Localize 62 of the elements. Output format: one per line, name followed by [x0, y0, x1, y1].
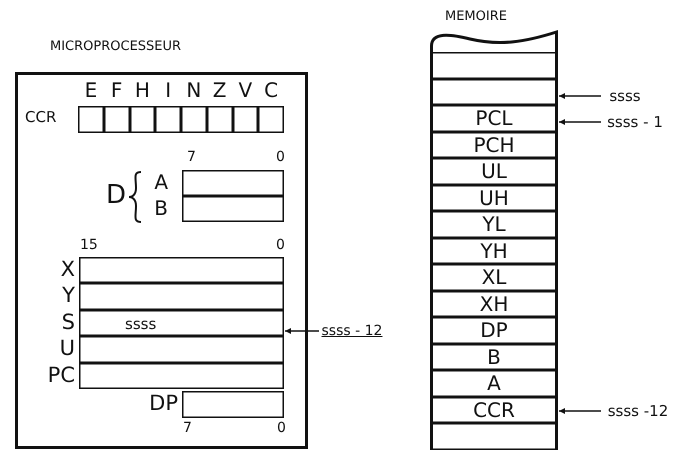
register-name: CCR — [25, 110, 56, 125]
cell-text: YL — [482, 214, 506, 234]
arrow — [559, 93, 601, 99]
cell-text: XH — [480, 294, 508, 314]
memory-cell — [430, 344, 558, 370]
register-name: U — [60, 338, 75, 360]
memory-cell — [430, 317, 558, 344]
register-name: DP — [149, 393, 178, 414]
cell-text: DP — [480, 320, 508, 340]
memory-cell — [430, 78, 558, 105]
memory-cell — [430, 211, 558, 238]
bit-number: 7 — [187, 150, 196, 164]
bit-number: 0 — [276, 238, 285, 252]
memory-cell — [430, 290, 558, 317]
cell-text: YH — [480, 240, 508, 261]
memory-cell — [430, 184, 558, 211]
cell-text: UH — [479, 188, 509, 208]
cell-text: PCH — [473, 134, 515, 155]
register-name: Y — [62, 285, 75, 306]
bit-number: 15 — [80, 238, 98, 252]
pointer-text: ssss - 12 — [322, 324, 382, 338]
memory-cell — [430, 158, 558, 184]
memory-cell — [430, 52, 558, 78]
arrow — [559, 119, 601, 125]
memory-cell — [430, 264, 558, 290]
pointer-text: ssss - 1 — [607, 114, 663, 130]
cell-text: XL — [482, 267, 506, 288]
cell-text: A — [487, 373, 501, 394]
arrow — [285, 328, 319, 334]
register-value: ssss — [125, 316, 156, 332]
flag-name: N — [186, 80, 202, 100]
pointer-text: ssss -12 — [608, 404, 668, 418]
memory-cell — [430, 396, 558, 423]
panel-title: MEMOIRE — [445, 10, 507, 23]
register-name: X — [60, 259, 75, 280]
bit-number: 0 — [276, 150, 285, 164]
register-name: D — [106, 182, 126, 208]
flag-name: V — [238, 80, 252, 100]
flag-name: C — [264, 80, 278, 100]
flag-name: F — [110, 80, 122, 100]
register-name: PC — [48, 364, 75, 386]
bit-number: 0 — [277, 421, 286, 435]
register-name: A — [154, 172, 168, 192]
flag-name: I — [165, 80, 172, 100]
pointer-text: ssss — [609, 88, 641, 104]
memory-cell — [430, 423, 558, 450]
register-name: B — [154, 198, 168, 218]
arrow — [559, 408, 601, 414]
panel-title: MICROPROCESSEUR — [50, 40, 182, 53]
bit-number: 7 — [183, 421, 192, 435]
flag-name: Z — [212, 80, 226, 100]
register-name: S — [62, 312, 75, 333]
memory-cell — [430, 238, 558, 264]
memory-cell — [430, 105, 558, 132]
memory-cell — [430, 370, 558, 396]
cell-text: PCL — [475, 108, 513, 128]
cell-text: CCR — [473, 400, 515, 420]
cell-text: B — [487, 346, 501, 367]
memory-cell — [430, 132, 558, 158]
cell-text: UL — [481, 161, 507, 182]
flag-name: H — [134, 80, 150, 100]
flag-name: E — [84, 80, 98, 100]
